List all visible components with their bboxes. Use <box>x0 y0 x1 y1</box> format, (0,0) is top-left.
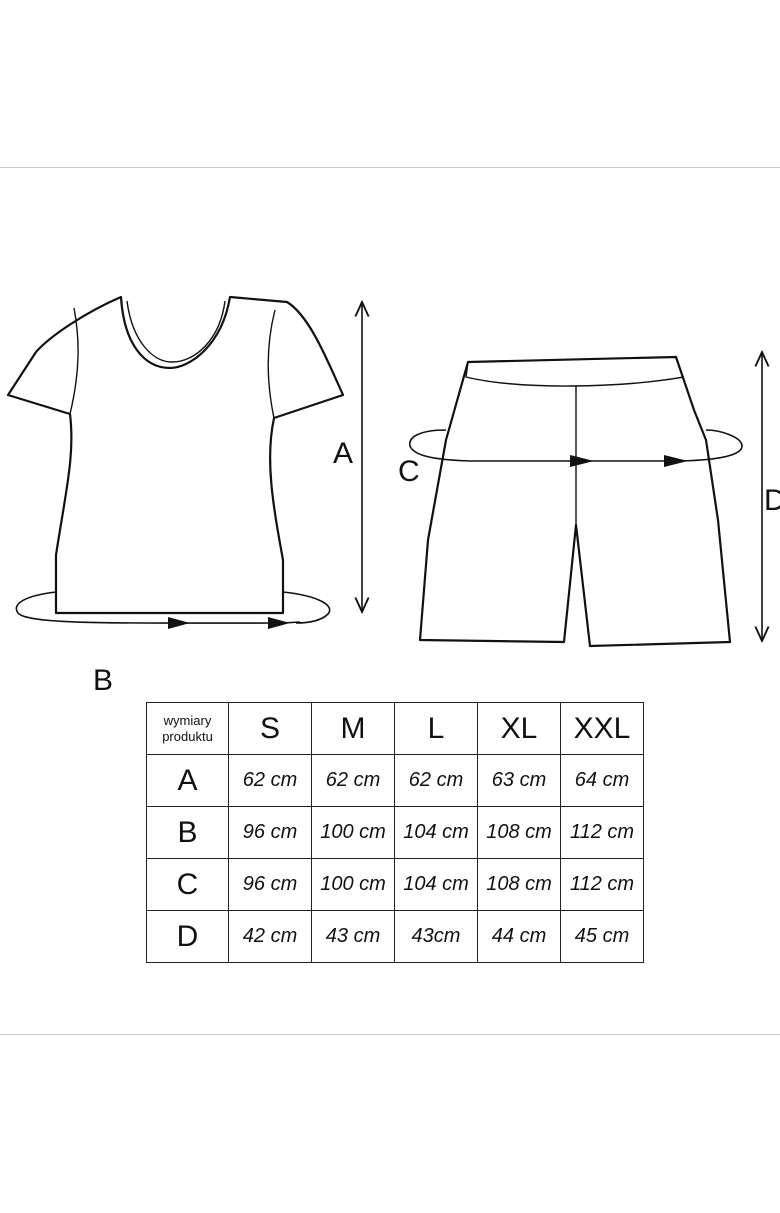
label-d: D <box>764 484 780 517</box>
table-cell: 108 cm <box>477 858 561 911</box>
top-divider <box>0 167 780 168</box>
table-cell: 42 cm <box>228 910 312 963</box>
table-cell: 43 cm <box>311 910 395 963</box>
table-header-row: wymiary produktu S M L XL XXL <box>146 702 644 755</box>
table-row: D 42 cm 43 cm 43cm 44 cm 45 cm <box>146 910 644 963</box>
size-header-xl: XL <box>477 702 561 755</box>
table-cell: 104 cm <box>394 858 478 911</box>
size-header-m: M <box>311 702 395 755</box>
table-cell: 63 cm <box>477 754 561 807</box>
row-label-d: D <box>146 910 229 963</box>
table-cell: 62 cm <box>228 754 312 807</box>
table-cell: 43cm <box>394 910 478 963</box>
chest-measure-loop <box>15 591 331 629</box>
label-c: C <box>398 455 420 488</box>
tshirt-outline <box>6 295 345 615</box>
table-row: B 96 cm 100 cm 104 cm 108 cm 112 cm <box>146 806 644 859</box>
size-header-s: S <box>228 702 312 755</box>
table-cell: 44 cm <box>477 910 561 963</box>
table-cell: 112 cm <box>560 806 644 859</box>
size-header-xxl: XXL <box>560 702 644 755</box>
table-cell: 100 cm <box>311 806 395 859</box>
row-label-a: A <box>146 754 229 807</box>
table-cell: 112 cm <box>560 858 644 911</box>
table-row: C 96 cm 100 cm 104 cm 108 cm 112 cm <box>146 858 644 911</box>
row-label-c: C <box>146 858 229 911</box>
size-header-l: L <box>394 702 478 755</box>
table-cell: 45 cm <box>560 910 644 963</box>
size-chart-table: wymiary produktu S M L XL XXL A 62 cm 62… <box>146 702 644 963</box>
table-cell: 62 cm <box>311 754 395 807</box>
table-cell: 62 cm <box>394 754 478 807</box>
table-row: A 62 cm 62 cm 62 cm 63 cm 64 cm <box>146 754 644 807</box>
table-cell: 104 cm <box>394 806 478 859</box>
row-label-b: B <box>146 806 229 859</box>
table-cell: 100 cm <box>311 858 395 911</box>
label-a: A <box>333 437 353 470</box>
table-cell: 108 cm <box>477 806 561 859</box>
table-cell: 64 cm <box>560 754 644 807</box>
table-cell: 96 cm <box>228 858 312 911</box>
shorts-outline <box>418 355 732 648</box>
table-corner-label: wymiary produktu <box>146 702 229 755</box>
hip-measure-loop <box>409 429 743 467</box>
label-b: B <box>93 664 113 697</box>
bottom-divider <box>0 1034 780 1035</box>
table-cell: 96 cm <box>228 806 312 859</box>
